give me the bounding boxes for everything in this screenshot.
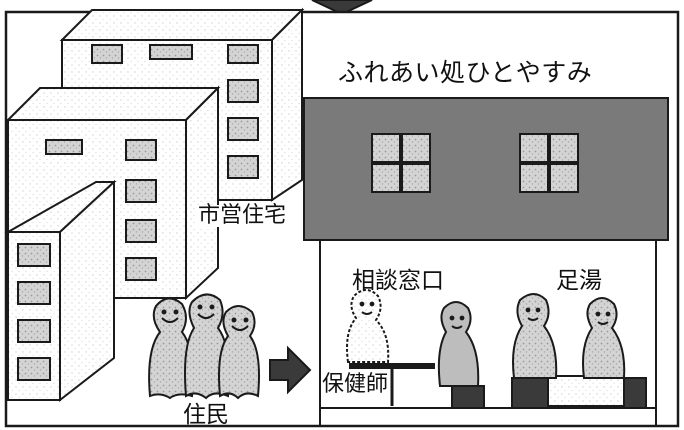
nurse-label: 保健師 — [321, 372, 390, 397]
housing-label: 市営住宅 — [196, 203, 289, 228]
footbath-bench-right — [623, 377, 647, 409]
right-arrow-icon — [269, 345, 312, 395]
consultation-label: 相談窓口 — [352, 268, 444, 294]
consult-stool — [451, 385, 485, 409]
consult-table — [349, 363, 435, 369]
apartment-building-front — [4, 179, 117, 403]
footbath-label: 足湯 — [556, 268, 602, 294]
salon-window-right — [519, 133, 579, 193]
salon-roof — [303, 97, 669, 241]
footbath-bench-left — [511, 377, 549, 409]
footbath-tub — [547, 375, 625, 407]
residents-group — [148, 293, 260, 400]
footbath-area — [511, 293, 647, 409]
residents-label: 住民 — [183, 402, 229, 428]
salon-name-label: ふれあい処ひとやすみ — [338, 58, 593, 87]
down-arrow-icon — [311, 0, 373, 16]
salon-window-left — [371, 133, 431, 193]
consultation-area — [346, 289, 485, 409]
